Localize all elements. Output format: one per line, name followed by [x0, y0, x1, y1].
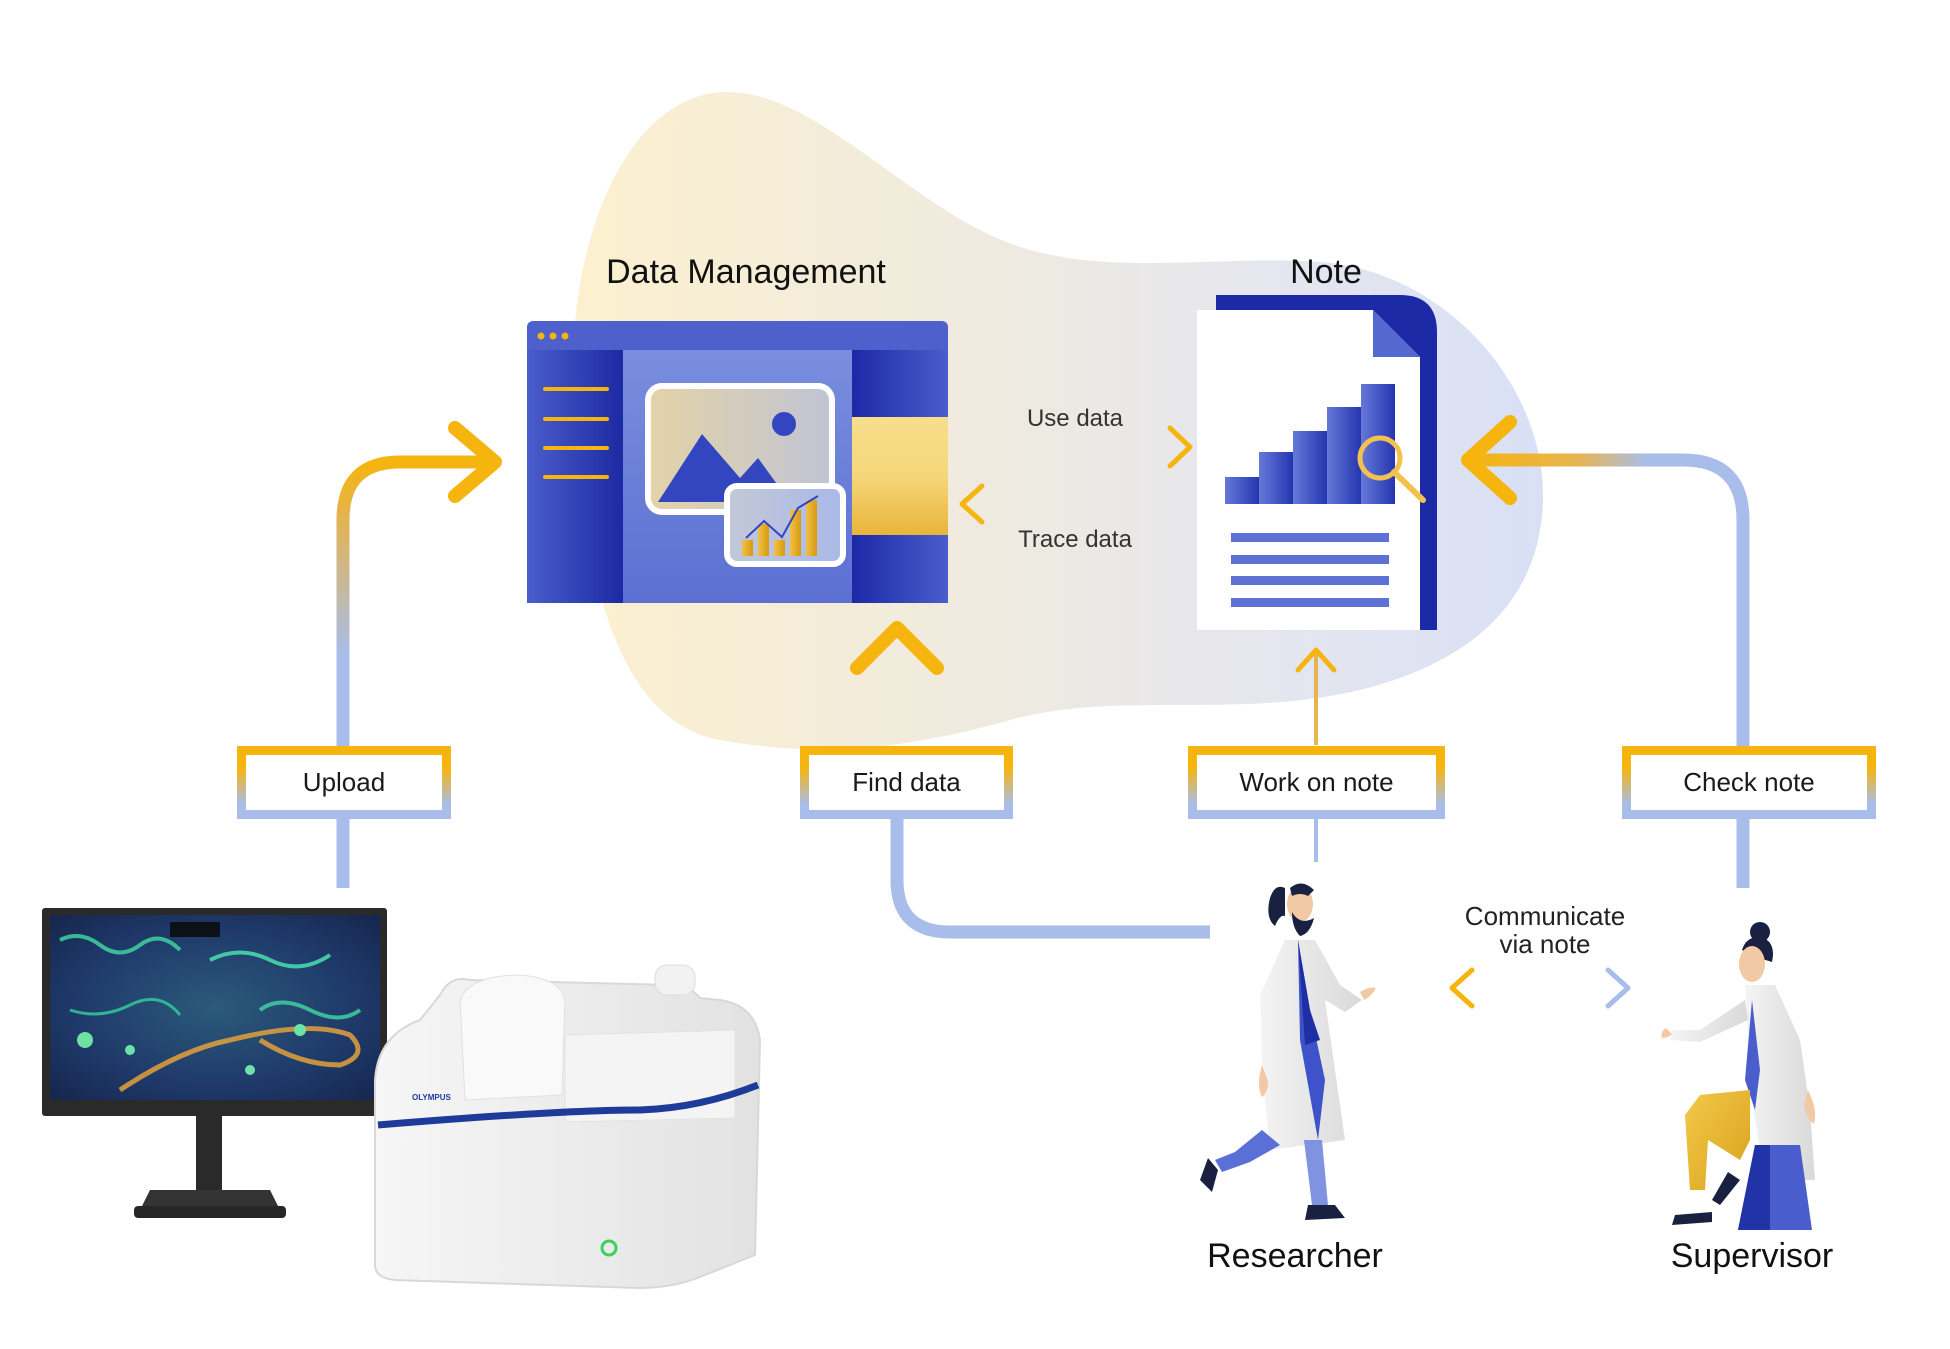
monitor-icon: [42, 908, 387, 1218]
researcher-figure: [1200, 883, 1376, 1220]
check-note-step[interactable]: Check note: [1622, 746, 1876, 819]
communicate-label: Communicate via note: [1465, 902, 1625, 958]
use-data-label: Use data: [1026, 405, 1124, 432]
supervisor-label: Supervisor: [1670, 1237, 1834, 1275]
data-management-window-icon: [527, 321, 948, 603]
note-document-icon: [1197, 295, 1437, 630]
upload-step[interactable]: Upload: [237, 746, 451, 819]
supervisor-figure: [1661, 922, 1816, 1230]
use-data-arrow: [950, 425, 1193, 469]
check-note-arrow: [1461, 415, 1750, 888]
communicate-arrow: [1449, 967, 1631, 1009]
trace-data-label: Trace data: [1018, 526, 1132, 553]
data-management-title: Data Management: [606, 253, 886, 291]
communicate-line-1: Communicate: [1464, 901, 1626, 931]
find-data-step[interactable]: Find data: [800, 746, 1013, 819]
find-data-arrow: [850, 621, 1210, 939]
imaging-instrument-icon: OLYMPUS: [374, 964, 762, 1290]
instrument-brand: OLYMPUS: [412, 1093, 451, 1102]
trace-data-arrow: [959, 483, 1200, 525]
upload-arrow: [336, 421, 502, 888]
work-on-note-step[interactable]: Work on note: [1188, 746, 1445, 819]
note-title: Note: [1290, 253, 1362, 291]
researcher-label: Researcher: [1207, 1237, 1383, 1275]
work-on-note-arrow: [1295, 647, 1337, 862]
communicate-line-2: via note: [1499, 929, 1591, 959]
